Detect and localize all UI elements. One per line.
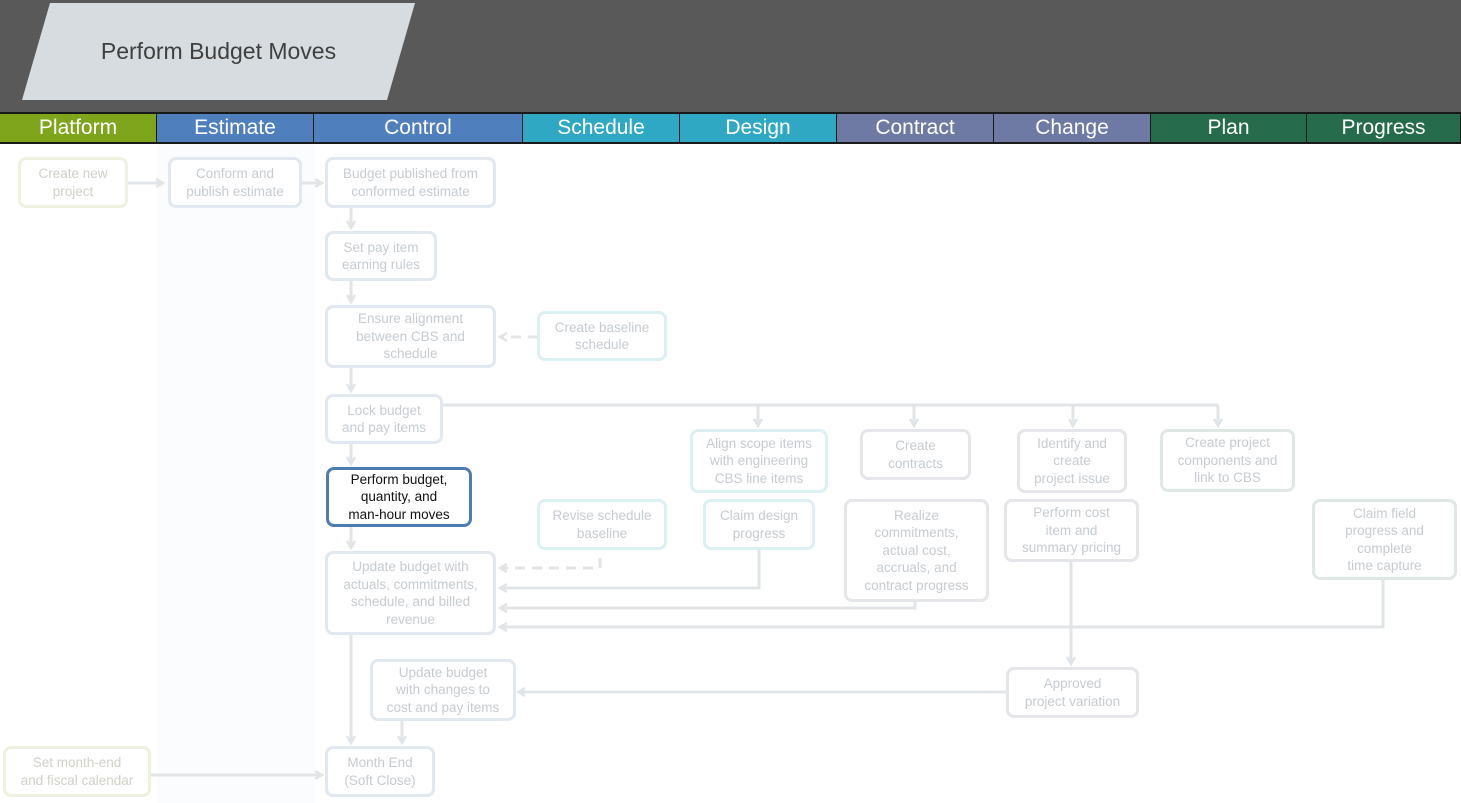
page-title: Perform Budget Moves	[100, 38, 337, 64]
node-set-pay-item-rules: Set pay item earning rules	[325, 231, 437, 281]
lane-contract: Contract	[837, 114, 994, 142]
node-update-budget-actuals: Update budget with actuals, commitments,…	[325, 551, 496, 635]
node-align-scope-items: Align scope items with engineering CBS l…	[690, 429, 828, 493]
lane-tint-estimate	[157, 144, 314, 803]
node-claim-field-progress: Claim field progress and complete time c…	[1312, 499, 1457, 580]
node-lock-budget: Lock budget and pay items	[325, 394, 443, 444]
arrow-realize-to-update	[500, 601, 917, 608]
node-create-baseline-schedule: Create baseline schedule	[537, 311, 667, 361]
node-month-end: Month End (Soft Close)	[325, 746, 435, 797]
node-create-new-project: Create new project	[18, 157, 128, 208]
arrow-design-to-update	[500, 549, 761, 588]
node-create-contracts: Create contracts	[860, 429, 971, 480]
lane-design: Design	[680, 114, 837, 142]
node-revise-schedule-baseline: Revise schedule baseline	[537, 499, 667, 550]
lane-estimate: Estimate	[157, 114, 314, 142]
node-create-project-components: Create project components and link to CB…	[1160, 429, 1295, 492]
lane-change: Change	[994, 114, 1151, 142]
node-conform-publish-estimate: Conform and publish estimate	[168, 157, 302, 208]
node-identify-create-issue: Identify and create project issue	[1017, 429, 1127, 493]
lane-progress: Progress	[1307, 114, 1461, 142]
node-set-month-end: Set month-end and fiscal calendar	[3, 746, 151, 797]
node-perform-cost-item: Perform cost item and summary pricing	[1004, 499, 1139, 562]
node-claim-design-progress: Claim design progress	[703, 499, 815, 550]
lane-plan: Plan	[1151, 114, 1307, 142]
lane-platform: Platform	[0, 114, 157, 142]
lane-control: Control	[314, 114, 523, 142]
node-ensure-alignment: Ensure alignment between CBS and schedul…	[325, 305, 496, 368]
node-realize-commitments: Realize commitments, actual cost, accrua…	[844, 499, 989, 602]
node-budget-published: Budget published from conformed estimate	[325, 157, 496, 208]
lane-header-row: Platform Estimate Control Schedule Desig…	[0, 112, 1461, 144]
arrow-revise-to-update	[500, 558, 602, 568]
node-update-budget-changes: Update budget with changes to cost and p…	[370, 659, 516, 721]
node-perform-budget-moves[interactable]: Perform budget, quantity, and man-hour m…	[326, 467, 472, 527]
node-approved-project-variation: Approved project variation	[1006, 667, 1139, 718]
lane-schedule: Schedule	[523, 114, 680, 142]
title-banner	[22, 3, 415, 100]
